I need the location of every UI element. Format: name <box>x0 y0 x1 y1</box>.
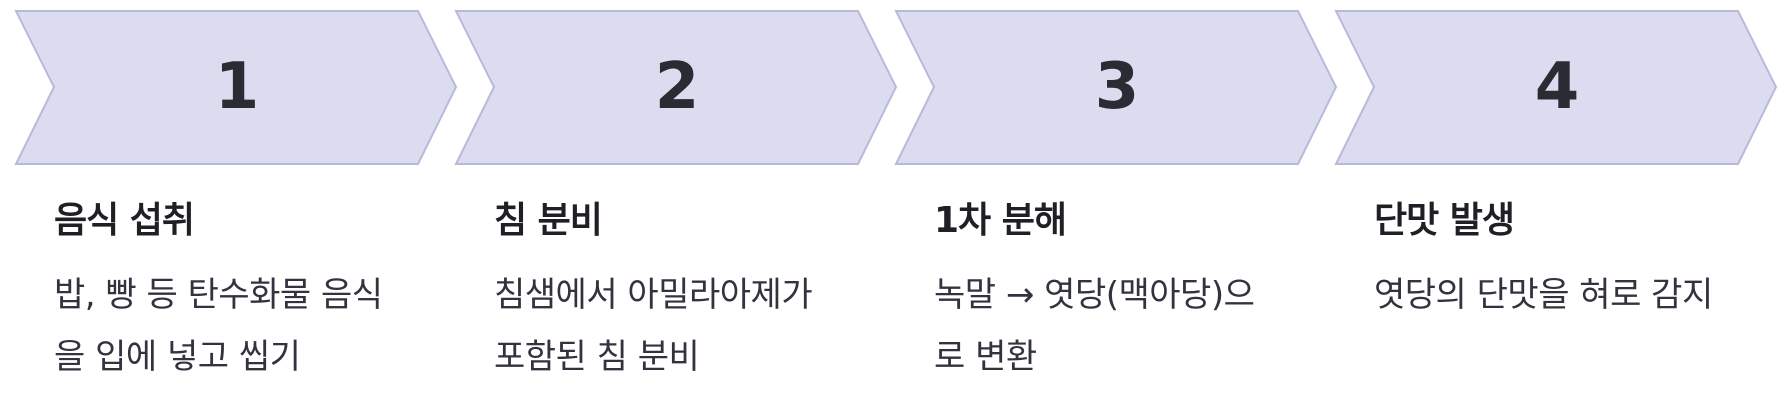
step-description-3-line-2: 로 변환 <box>934 337 1037 377</box>
step-number-3: 3 <box>1095 50 1140 124</box>
chevron-step-3: 3 <box>894 10 1338 165</box>
step-description-4: 엿당의 단맛을 혀로 감지 <box>1374 264 1764 326</box>
step-description-3: 녹말 → 엿당(맥아당)으 로 변환 <box>934 264 1324 388</box>
step-description-2-line-2: 포함된 침 분비 <box>494 337 700 377</box>
step-description-2-line-1: 침샘에서 아밀라아제가 <box>494 275 813 315</box>
process-chevrons: 1 2 3 4 <box>14 10 1778 165</box>
step-title-4: 단맛 발생 <box>1374 200 1515 241</box>
step-title-2: 침 분비 <box>494 200 603 241</box>
step-number-1: 1 <box>215 50 260 124</box>
step-number-2: 2 <box>655 50 700 124</box>
chevron-shape-3 <box>894 10 1338 165</box>
step-description-1: 밥, 빵 등 탄수화물 음식 을 입에 넣고 씹기 <box>54 264 444 388</box>
step-4: 단맛 발생 엿당의 단맛을 혀로 감지 <box>1374 196 1774 326</box>
step-title-1: 음식 섭취 <box>54 200 195 241</box>
step-1: 음식 섭취 밥, 빵 등 탄수화물 음식 을 입에 넣고 씹기 <box>54 196 454 388</box>
step-2: 침 분비 침샘에서 아밀라아제가 포함된 침 분비 <box>494 196 894 388</box>
step-description-2: 침샘에서 아밀라아제가 포함된 침 분비 <box>494 264 884 388</box>
step-description-1-line-2: 을 입에 넣고 씹기 <box>54 337 301 377</box>
chevron-step-2: 2 <box>454 10 898 165</box>
chevron-step-1: 1 <box>14 10 458 165</box>
step-description-4-line-1: 엿당의 단맛을 혀로 감지 <box>1374 275 1713 315</box>
chevron-shape-4 <box>1334 10 1778 165</box>
chevron-step-4: 4 <box>1334 10 1778 165</box>
step-description-3-line-1: 녹말 → 엿당(맥아당)으 <box>934 275 1255 315</box>
step-description-1-line-1: 밥, 빵 등 탄수화물 음식 <box>54 275 383 315</box>
step-3: 1차 분해 녹말 → 엿당(맥아당)으 로 변환 <box>934 196 1334 388</box>
chevron-shape-1 <box>14 10 458 165</box>
step-title-3: 1차 분해 <box>934 200 1067 241</box>
step-number-4: 4 <box>1535 50 1580 124</box>
chevron-shape-2 <box>454 10 898 165</box>
